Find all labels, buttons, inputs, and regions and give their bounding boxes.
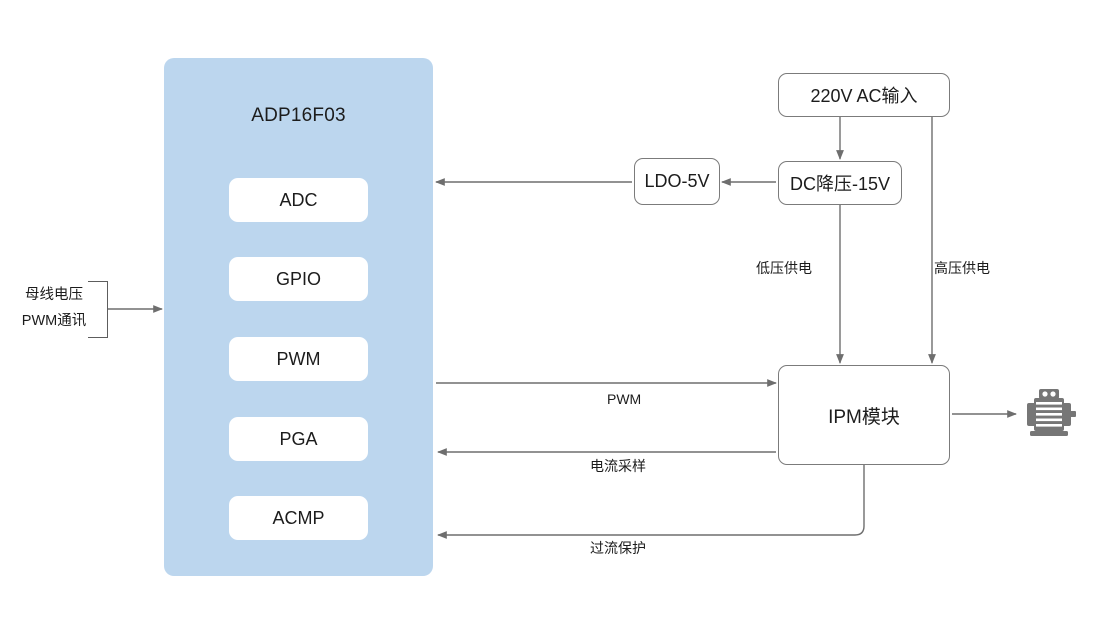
block-ac-input[interactable]: 220V AC输入	[778, 73, 950, 117]
host-input-line2: PWM通讯	[21, 313, 87, 329]
edge-label-high-voltage-supply: 高压供电	[934, 260, 990, 276]
peripheral-block-adc[interactable]: ADC	[229, 178, 368, 222]
peripheral-block-pga[interactable]: PGA	[229, 417, 368, 461]
edge-label-low-voltage-supply: 低压供电	[756, 260, 812, 276]
host-input-bracket	[88, 281, 108, 338]
peripheral-block-pwm[interactable]: PWM	[229, 337, 368, 381]
mcu-title: ADP16F03	[251, 105, 346, 126]
host-input-line1: 母线电压	[25, 287, 83, 303]
block-ipm[interactable]: IPM模块	[778, 365, 950, 465]
edge-label-overcurrent: 过流保护	[590, 540, 646, 556]
block-label: LDO-5V	[644, 171, 710, 191]
host-input-label: 母线电压 PWM通讯	[16, 282, 92, 334]
peripheral-label: PWM	[276, 348, 321, 369]
wire-overcurrent	[437, 465, 865, 539]
edge-label-current-sample: 电流采样	[590, 458, 646, 474]
block-label: DC降压-15V	[789, 174, 891, 194]
motor-icon	[1027, 389, 1076, 436]
peripheral-label: ADC	[279, 189, 318, 210]
peripheral-label: ACMP	[272, 507, 325, 528]
mcu-panel[interactable]	[164, 58, 433, 576]
edge-label-pwm: PWM	[607, 391, 642, 407]
peripheral-label: PGA	[279, 428, 318, 449]
peripheral-block-gpio[interactable]: GPIO	[229, 257, 368, 301]
block-ldo[interactable]: LDO-5V	[634, 158, 720, 205]
block-label: IPM模块	[828, 406, 900, 428]
peripheral-block-acmp[interactable]: ACMP	[229, 496, 368, 540]
block-dc-buck[interactable]: DC降压-15V	[778, 161, 902, 205]
block-label: 220V AC输入	[810, 86, 918, 106]
peripheral-label: GPIO	[275, 268, 321, 289]
